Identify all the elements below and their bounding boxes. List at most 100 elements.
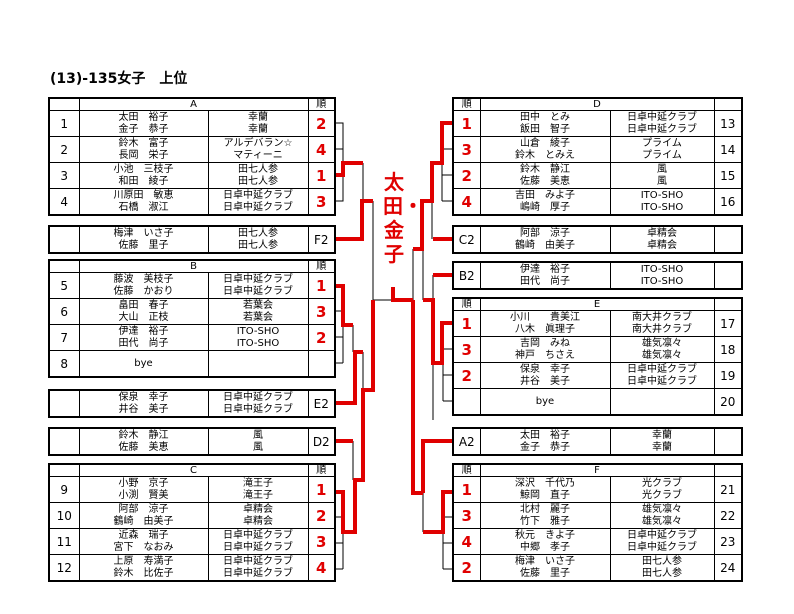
club-name: 卓精会	[243, 515, 273, 527]
player-name: 佐藤 かおり	[113, 285, 174, 297]
player-name: 井谷 美子	[520, 375, 570, 387]
seed-code: B2	[452, 261, 481, 290]
player-name: 佐藤 里子	[118, 239, 169, 251]
player-name: 阿部 涼子	[118, 503, 169, 515]
rank-header: 順	[307, 259, 336, 273]
players-cell: 阿部 涼子鶴崎 由美子	[78, 502, 209, 529]
player-name: 神戸 ちさえ	[515, 349, 575, 361]
players-cell: 鈴木 富子長岡 栄子	[78, 136, 209, 163]
clubs-cell: 若葉会若葉会	[207, 298, 309, 325]
player-name: 小野 京子	[118, 477, 169, 489]
player-name: 藤波 美枝子	[113, 273, 174, 285]
club-name: 幸蘭	[652, 429, 672, 441]
players-cell: 保泉 幸子井谷 美子	[78, 389, 209, 418]
header-blank	[48, 463, 80, 477]
club-name: 日卓中延クラブ	[223, 189, 293, 201]
club-name: 日卓中延クラブ	[627, 363, 697, 375]
player-name: 畠田 春子	[118, 299, 169, 311]
club-name: ITO-SHO	[640, 263, 684, 275]
clubs-cell: アルデバラン☆マティーニ	[207, 136, 309, 163]
club-name: 日卓中延クラブ	[223, 285, 293, 297]
clubs-cell: 田七人参田七人参	[609, 554, 715, 582]
rank-result: 4	[307, 136, 336, 163]
rank-result: 2	[307, 110, 336, 137]
player-name: 梅津 いさ子	[515, 555, 575, 567]
player-name: 保泉 幸子	[520, 363, 570, 375]
players-cell: 小野 京子小渕 賢美	[78, 476, 209, 503]
club-name: ITO-SHO	[236, 337, 280, 349]
clubs-cell: 雄気凛々雄気凛々	[609, 502, 715, 529]
club-name: 南大井クラブ	[632, 311, 692, 323]
clubs-cell: 日卓中延クラブ日卓中延クラブ	[207, 528, 309, 555]
entry-number: 18	[713, 336, 743, 363]
club-name: 日卓中延クラブ	[223, 529, 293, 541]
players-cell: bye	[479, 388, 611, 416]
rank-result: 2	[452, 162, 481, 189]
club-name: 若葉会	[243, 299, 273, 311]
entry-number: 1	[48, 110, 80, 137]
entry-number: 8	[48, 350, 80, 378]
player-name: 山倉 綾子	[520, 137, 570, 149]
club-name: 風	[657, 163, 667, 175]
club-name: 滝王子	[243, 477, 273, 489]
player-name: 井谷 美子	[118, 403, 169, 415]
blank-cell	[713, 261, 743, 290]
entry-number: 4	[48, 188, 80, 216]
player-name: 北村 麗子	[520, 503, 570, 515]
players-cell: bye	[78, 350, 209, 378]
players-cell: 上原 寿満子鈴木 比佐子	[78, 554, 209, 582]
clubs-cell: 日卓中延クラブ日卓中延クラブ	[609, 362, 715, 389]
player-name: 大山 正枝	[118, 311, 169, 323]
club-name: 日卓中延クラブ	[627, 529, 697, 541]
players-cell: 鈴木 静江佐藤 美恵	[78, 427, 209, 456]
header-blank	[713, 297, 743, 311]
club-name: ITO-SHO	[640, 189, 684, 201]
rank-result: 2	[307, 502, 336, 529]
header-blank	[713, 463, 743, 477]
clubs-cell: 雄気凛々雄気凛々	[609, 336, 715, 363]
entry-number: 22	[713, 502, 743, 529]
rank-result: 3	[452, 336, 481, 363]
players-cell: 吉田 みよ子嶋崎 厚子	[479, 188, 611, 216]
clubs-cell	[609, 388, 715, 416]
clubs-cell: 日卓中延クラブ日卓中延クラブ	[207, 188, 309, 216]
player-name: 鈴木 静江	[520, 163, 570, 175]
rank-result: 3	[452, 502, 481, 529]
club-name: 幸蘭	[652, 441, 672, 453]
blank-cell	[48, 225, 80, 254]
group-label: F	[479, 463, 715, 477]
player-name: 吉岡 みね	[520, 337, 570, 349]
clubs-cell: 日卓中延クラブ日卓中延クラブ	[207, 272, 309, 299]
player-name: 長岡 栄子	[118, 149, 169, 161]
players-cell: 梅津 いさ子佐藤 里子	[78, 225, 209, 254]
entry-number: 7	[48, 324, 80, 351]
player-name: 金子 恭子	[520, 441, 570, 453]
rank-header: 順	[452, 97, 481, 111]
players-cell: 川原田 敏恵石橋 淑江	[78, 188, 209, 216]
club-name: 日卓中延クラブ	[627, 111, 697, 123]
players-cell: 小川 貴美江八木 眞理子	[479, 310, 611, 337]
club-name: 田七人参	[642, 567, 682, 579]
clubs-cell: 風風	[609, 162, 715, 189]
player-name: 金子 恭子	[118, 123, 169, 135]
